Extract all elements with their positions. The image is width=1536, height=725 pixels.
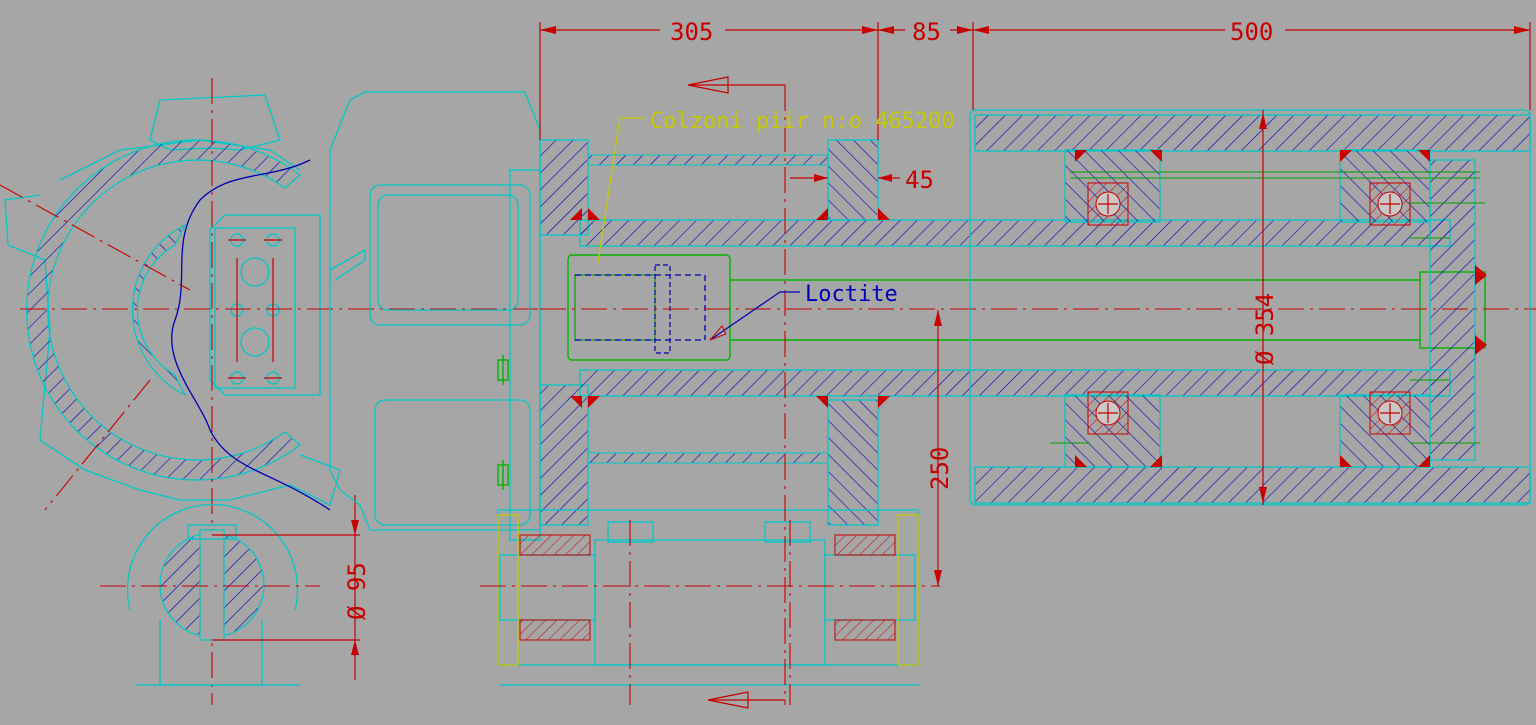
dim-45: 45 — [905, 166, 934, 194]
notes: Colzoni piir n:o 465200 Loctite — [597, 109, 955, 341]
dim-500: 500 — [1230, 18, 1273, 46]
dim-305: 305 — [670, 18, 713, 46]
motor-view — [329, 91, 541, 541]
section-line — [687, 76, 786, 709]
dimension-lines: 305 85 500 45 250 Ø 354 — [539, 18, 1531, 586]
pump-note-label: Colzoni piir n:o 465200 — [650, 109, 955, 134]
gearbox-view: Ø 95 — [0, 78, 540, 705]
dim-250: 250 — [926, 447, 954, 490]
roller-drum — [969, 109, 1531, 506]
dim-95: Ø 95 — [343, 562, 371, 620]
dim-85: 85 — [912, 18, 941, 46]
bottom-bearing-block — [480, 509, 940, 705]
loctite-label: Loctite — [805, 282, 898, 307]
shaft-housing — [539, 139, 1536, 526]
dim-354: Ø 354 — [1251, 293, 1279, 365]
